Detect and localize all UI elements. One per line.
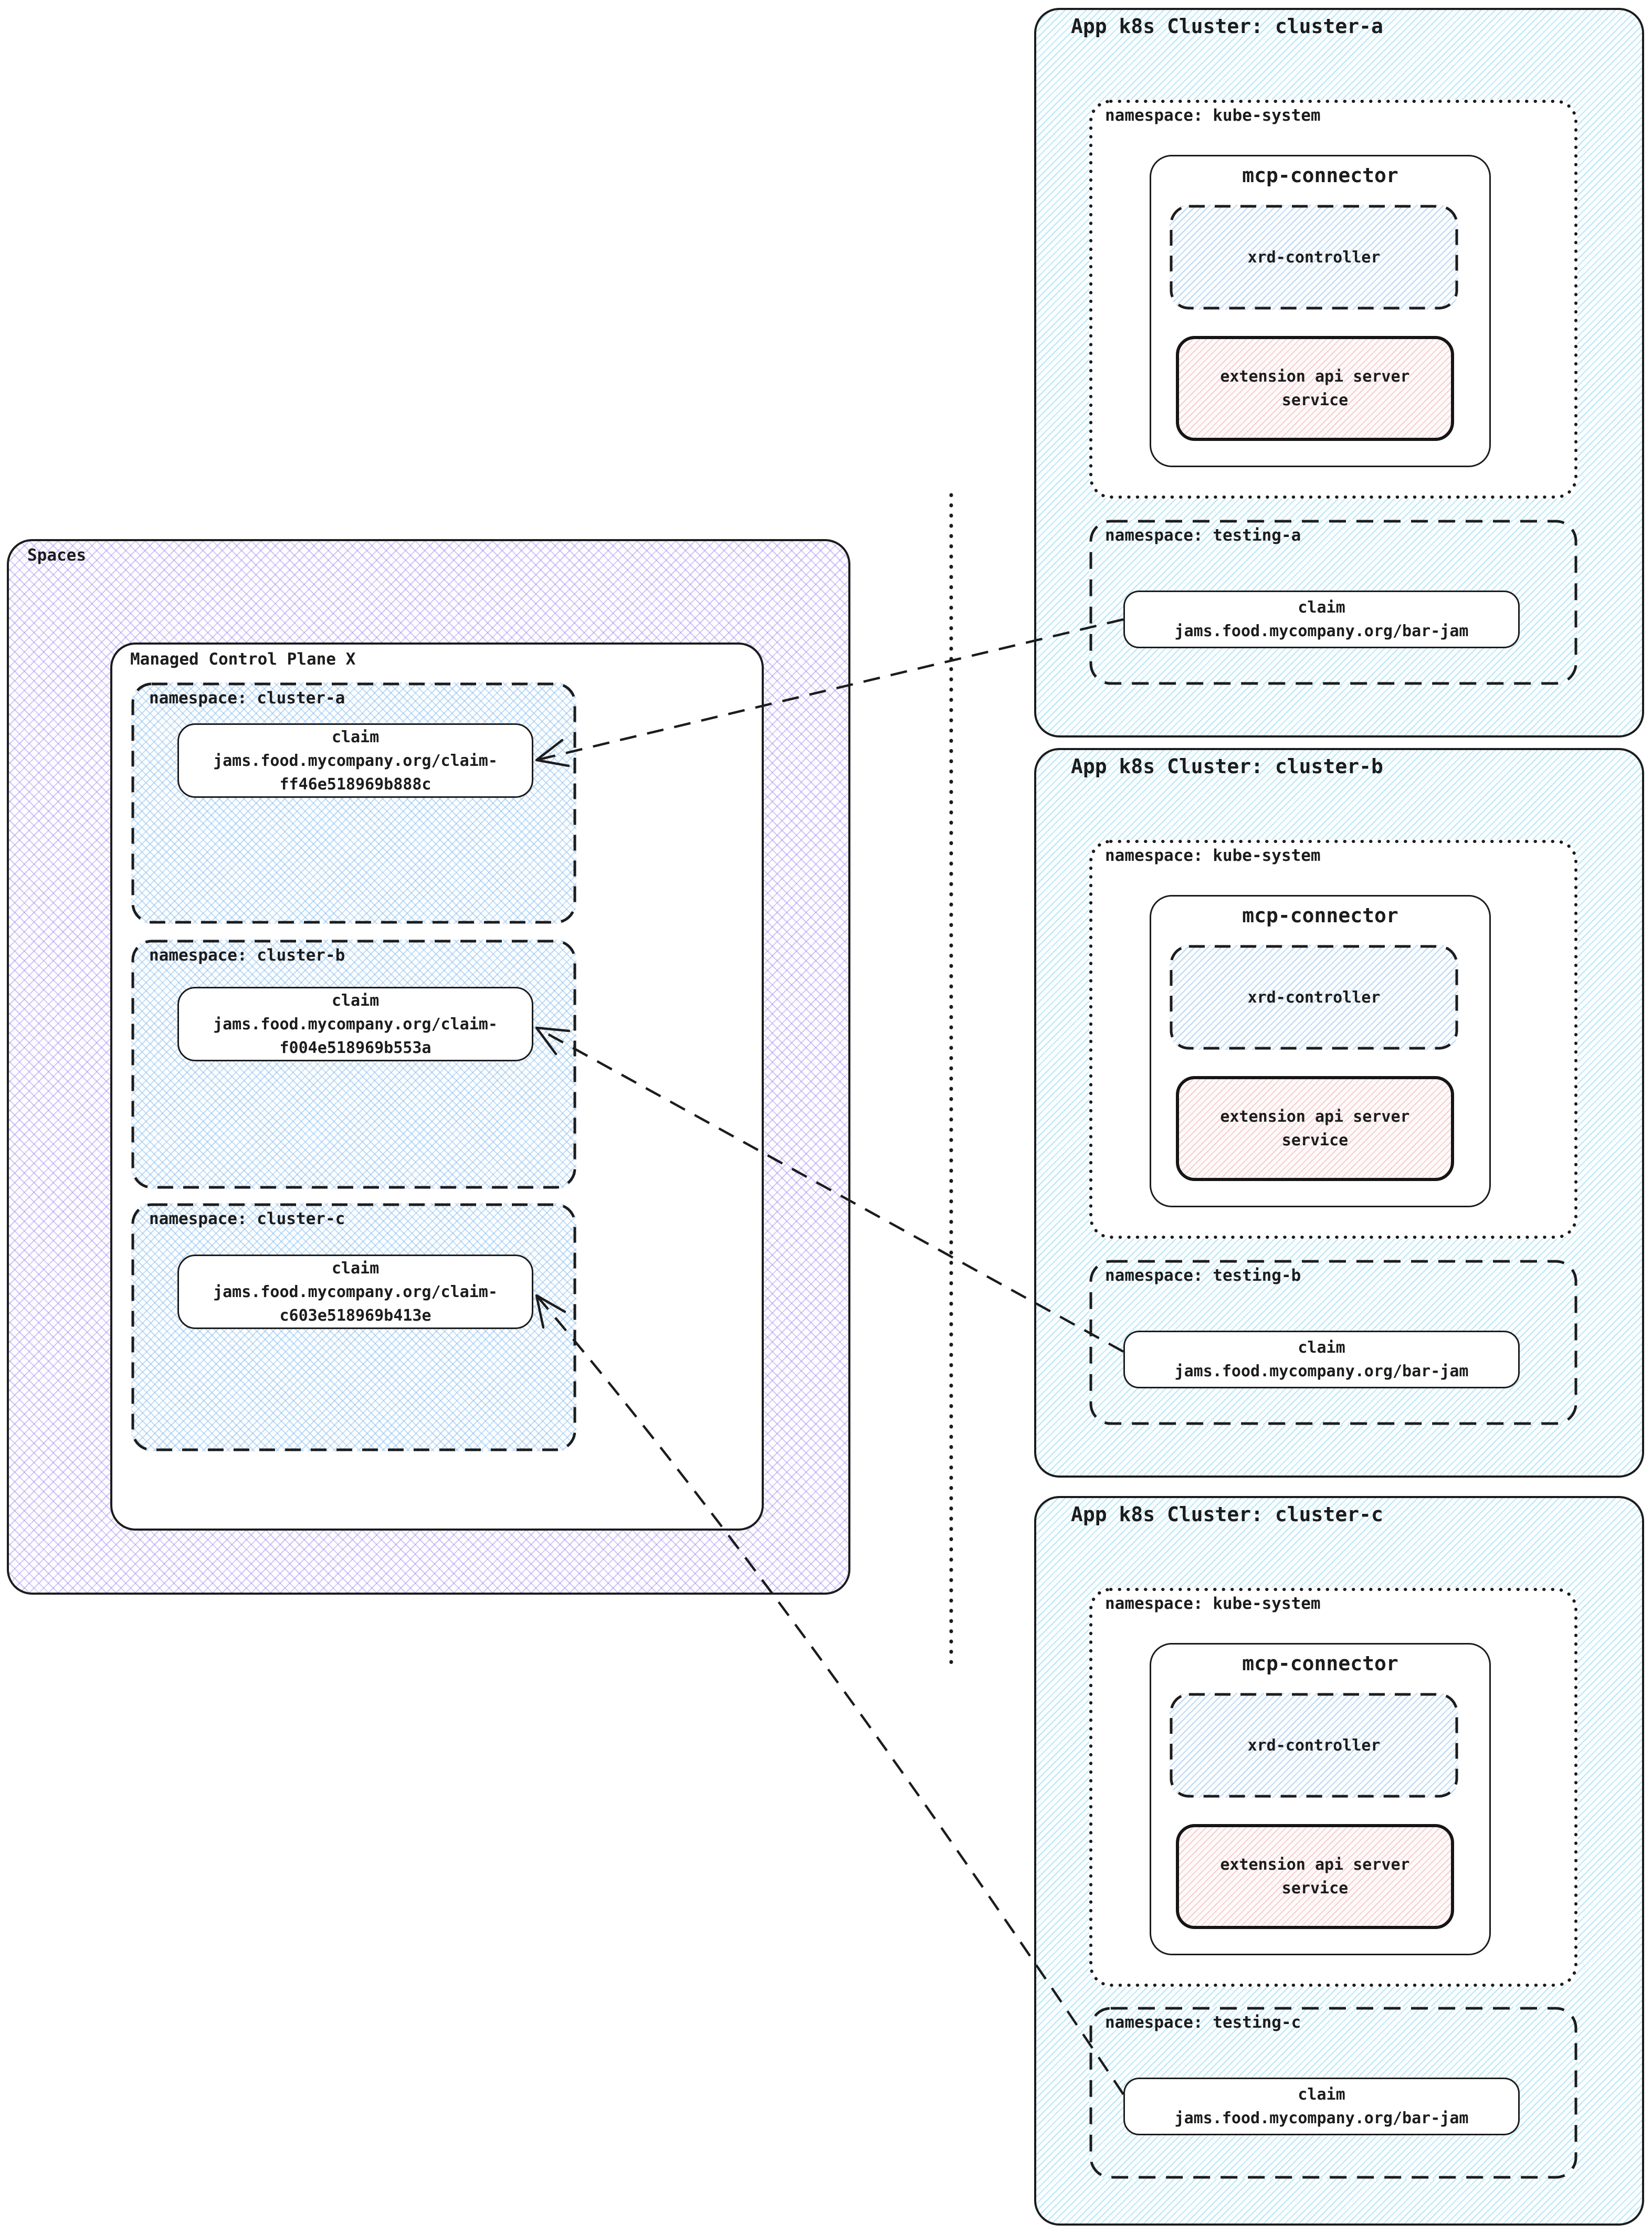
xrd-controller-label-b: xrd-controller [1247,988,1381,1007]
xrd-controller-label-a: xrd-controller [1247,248,1381,267]
dashed-border [131,940,576,1189]
mcp-connector-label-c: mcp-connector [1242,1652,1398,1675]
claim-id: ff46e518969b888c [279,775,432,794]
claim-resource: jams.food.mycompany.org/bar-jam [1174,1362,1469,1381]
extension-api-server-line1: extension api server [1220,1108,1410,1126]
testing-namespace-label-c: namespace: testing-c [1105,2013,1301,2032]
mcp-connector-label-a: mcp-connector [1242,164,1398,187]
managed-control-plane-label: Managed Control Plane X [130,650,356,669]
namespace-cluster-b-box: namespace: cluster-b [131,940,576,1189]
mcp-connector-label-b: mcp-connector [1242,904,1398,927]
dashed-border [131,682,576,924]
app-cluster-c-title: App k8s Cluster: cluster-c [1071,1503,1383,1526]
kube-system-label-b: namespace: kube-system [1105,846,1321,865]
claim-id: f004e518969b553a [279,1038,432,1057]
extension-api-server-box-b: extension api server service [1176,1076,1454,1181]
app-cluster-b-title: App k8s Cluster: cluster-b [1071,755,1383,778]
claim-id: c603e518969b413e [279,1306,432,1325]
claim-box-bar-jam-c: claim jams.food.mycompany.org/bar-jam [1123,2078,1520,2135]
extension-api-server-line2: service [1281,1131,1349,1150]
extension-api-server-line1: extension api server [1220,367,1410,386]
claim-title: claim [1298,2085,1345,2104]
app-cluster-a-title: App k8s Cluster: cluster-a [1071,15,1383,38]
claim-box-cluster-a: claim jams.food.mycompany.org/claim- ff4… [177,723,533,798]
testing-namespace-label-b: namespace: testing-b [1105,1266,1301,1285]
namespace-cluster-a-label: namespace: cluster-a [149,689,345,708]
xrd-controller-box-c: xrd-controller [1170,1693,1458,1798]
xrd-controller-label-c: xrd-controller [1247,1736,1381,1755]
claim-resource: jams.food.mycompany.org/claim- [213,1282,498,1301]
claim-resource: jams.food.mycompany.org/claim- [213,1015,498,1034]
claim-title: claim [1298,598,1345,617]
testing-namespace-label-a: namespace: testing-a [1105,526,1301,545]
xrd-controller-box-a: xrd-controller [1170,205,1458,310]
claim-title: claim [331,728,380,746]
namespace-cluster-c-label: namespace: cluster-c [149,1209,345,1228]
extension-api-server-line2: service [1281,391,1349,409]
claim-box-cluster-b: claim jams.food.mycompany.org/claim- f00… [177,987,533,1061]
extension-api-server-box-a: extension api server service [1176,336,1454,441]
kube-system-label-a: namespace: kube-system [1105,106,1321,125]
claim-resource: jams.food.mycompany.org/bar-jam [1174,2109,1469,2127]
kube-system-label-c: namespace: kube-system [1105,1594,1321,1613]
extension-api-server-line1: extension api server [1220,1856,1410,1874]
spaces-label: Spaces [27,546,86,565]
claim-title: claim [331,991,380,1010]
namespace-cluster-b-label: namespace: cluster-b [149,946,345,965]
claim-box-bar-jam-a: claim jams.food.mycompany.org/bar-jam [1123,591,1520,648]
claim-resource: jams.food.mycompany.org/claim- [213,751,498,770]
claim-title: claim [331,1259,380,1278]
extension-api-server-line2: service [1281,1879,1349,1898]
xrd-controller-box-b: xrd-controller [1170,945,1458,1050]
namespace-cluster-a-box: namespace: cluster-a [131,682,576,924]
claim-resource: jams.food.mycompany.org/bar-jam [1174,622,1469,640]
extension-api-server-box-c: extension api server service [1176,1824,1454,1929]
claim-box-bar-jam-b: claim jams.food.mycompany.org/bar-jam [1123,1331,1520,1388]
claim-box-cluster-c: claim jams.food.mycompany.org/claim- c60… [177,1255,533,1329]
claim-title: claim [1298,1339,1345,1357]
